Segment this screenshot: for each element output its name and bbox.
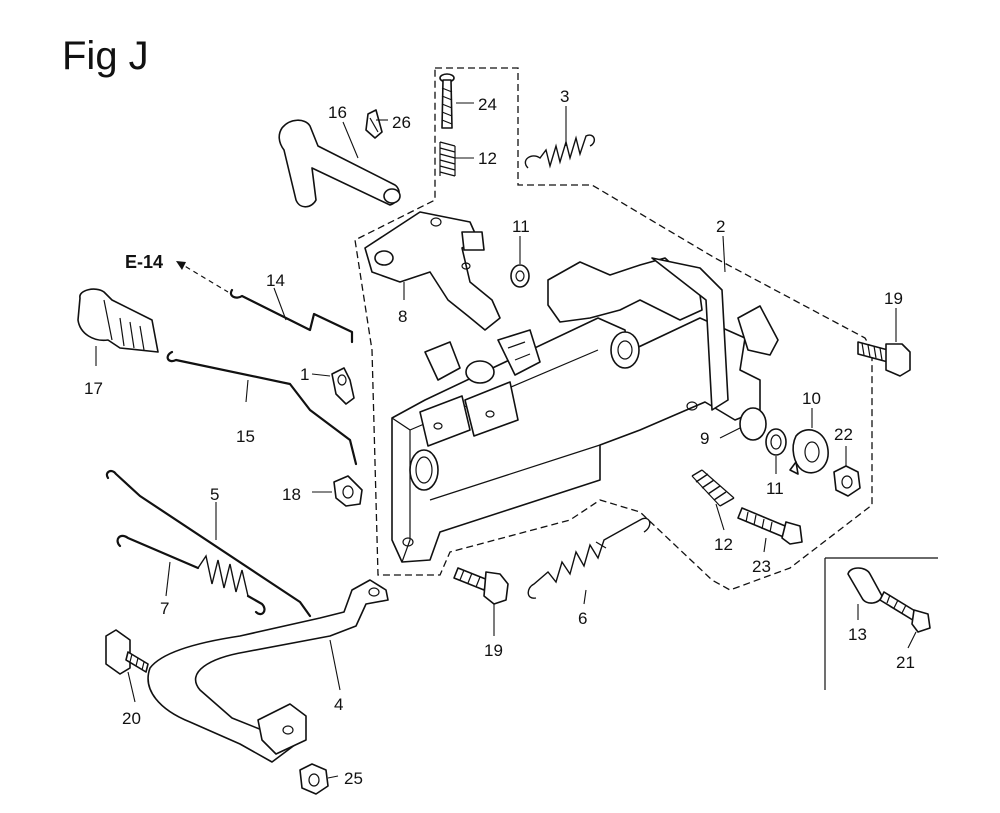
- leader-lines: [95, 102, 917, 779]
- callout-24: 24: [478, 95, 497, 114]
- part-4-lever: [147, 579, 389, 763]
- callout-3: 3: [560, 87, 569, 106]
- callout-10: 10: [802, 389, 821, 408]
- part-5-rod: [105, 469, 312, 618]
- callout-1: 1: [300, 365, 309, 384]
- part-19-bolt-lower: [453, 567, 509, 605]
- callout-11-lower: 11: [766, 479, 784, 498]
- part-2-main-bracket: [391, 257, 779, 563]
- callout-12-lower: 12: [714, 535, 733, 554]
- callout-5: 5: [210, 485, 219, 504]
- callout-15: 15: [236, 427, 255, 446]
- callout-13: 13: [848, 625, 867, 644]
- callout-17: 17: [84, 379, 103, 398]
- figure-title: Fig J: [62, 34, 149, 78]
- reference-label: E-14: [125, 252, 163, 272]
- part-22-nut: [833, 465, 861, 497]
- part-24-screw: [439, 73, 455, 129]
- callout-22: 22: [834, 425, 853, 444]
- part-9-washer: [739, 407, 767, 441]
- callout-19-right: 19: [884, 289, 903, 308]
- callout-21: 21: [896, 653, 915, 672]
- pin-group-boundary: [824, 557, 938, 690]
- part-12-spring-lower: [691, 469, 735, 507]
- callout-9: 9: [700, 429, 709, 448]
- part-16-lever: [278, 119, 401, 208]
- part-23-bolt: [737, 507, 803, 545]
- part-7-rod-spring: [116, 534, 266, 616]
- part-14-wire: [229, 288, 354, 344]
- callout-7: 7: [160, 599, 169, 618]
- part-3-spring: [524, 134, 596, 169]
- callout-12-top: 12: [478, 149, 497, 168]
- callout-26: 26: [392, 113, 411, 132]
- assembly-boundary: [354, 67, 873, 591]
- part-15-rod: [166, 350, 358, 466]
- part-26-clip: [365, 109, 383, 139]
- part-21-bolt: [879, 591, 931, 633]
- part-20-screw: [105, 629, 149, 675]
- callout-23: 23: [752, 557, 771, 576]
- reference-arrow: [176, 261, 229, 293]
- part-11-washer: [765, 428, 787, 456]
- part-10-cap: [789, 429, 829, 475]
- part-19-bolt-right: [857, 341, 911, 377]
- part-11-washer-top-hole: [515, 270, 525, 282]
- part-18-fitting: [333, 475, 363, 507]
- callout-19-lower: 19: [484, 641, 503, 660]
- callout-8: 8: [398, 307, 407, 326]
- part-25-nut: [299, 763, 329, 795]
- part-1-fitting: [331, 367, 355, 405]
- part-8-bracket: [364, 211, 501, 331]
- callout-4: 4: [334, 695, 343, 714]
- callout-18: 18: [282, 485, 301, 504]
- callout-20: 20: [122, 709, 141, 728]
- callout-11-top: 11: [512, 217, 530, 236]
- callout-6: 6: [578, 609, 587, 628]
- callout-25: 25: [344, 769, 363, 788]
- callout-14: 14: [266, 271, 285, 290]
- callout-16: 16: [328, 103, 347, 122]
- part-12-spring-top: [439, 141, 456, 177]
- part-13-pin: [847, 567, 883, 604]
- part-11-washer-top: [510, 264, 530, 288]
- part-17-knob: [77, 288, 159, 353]
- part-6-spring: [527, 517, 651, 599]
- callout-2: 2: [716, 217, 725, 236]
